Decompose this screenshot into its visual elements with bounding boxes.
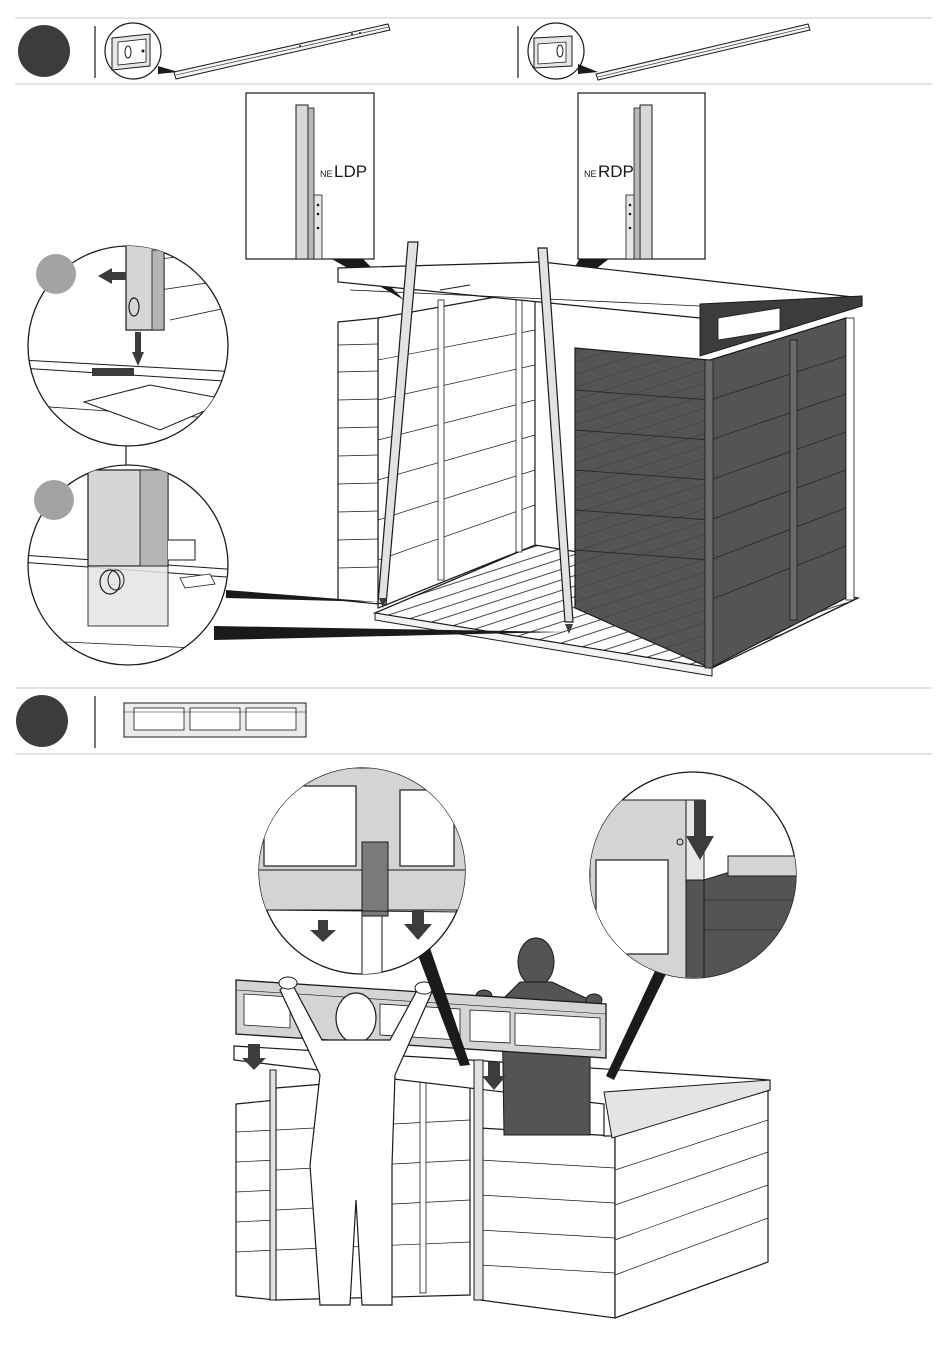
step-2-illustration (234, 768, 800, 1318)
dark-back-wall (710, 318, 846, 668)
left-post-code: LDP (334, 162, 367, 181)
header-beam-part (124, 703, 306, 737)
left-post-part (105, 23, 390, 79)
left-post-prefix: NE (320, 169, 333, 179)
left-wall-panel (338, 318, 378, 604)
step-1-header (15, 18, 932, 84)
right-post-prefix: NE (584, 169, 597, 179)
step-1-illustration: NE LDP NE RDP (20, 93, 862, 676)
step-1-badge (18, 25, 70, 77)
right-post-code: RDP (598, 162, 634, 181)
sub-step-a-badge (36, 254, 76, 294)
detail-circle-beam-corner (590, 772, 800, 980)
sub-step-b-badge (34, 480, 74, 520)
step-2-header (15, 688, 932, 754)
shed-frame (338, 242, 862, 676)
detail-circle-post-insert (20, 244, 240, 446)
detail-circle-post-seated (20, 465, 240, 665)
step-2-badge (16, 695, 68, 747)
detail-circle-beam-slot (258, 768, 468, 976)
right-post-part (528, 23, 810, 80)
